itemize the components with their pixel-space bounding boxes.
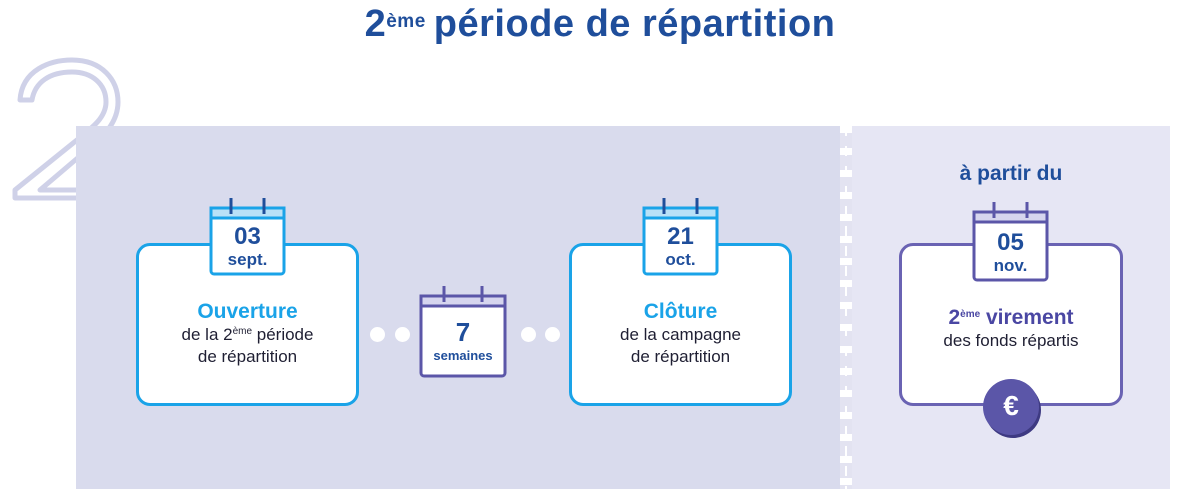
from-label: à partir du (959, 162, 1063, 185)
closing-day: 21 (667, 223, 694, 250)
closing-line1: de la campagne (620, 325, 741, 344)
closing-line2: de répartition (630, 347, 731, 366)
title-main: période de répartition (433, 3, 836, 45)
opening-line1-post: période (252, 325, 314, 344)
weeks-calendar-icon: 7 semaines (419, 284, 507, 378)
weeks-label: semaines (433, 348, 493, 363)
page-title: 2ème période de répartition (0, 0, 1200, 48)
connector-dot (521, 327, 536, 342)
transfer-line1: des fonds répartis (943, 331, 1079, 350)
opening-line1-pre: de la 2 (181, 325, 233, 344)
closing-title: Clôture (643, 300, 718, 323)
opening-line1: de la 2ème période (139, 324, 356, 346)
closing-month: oct. (665, 250, 696, 269)
connector-dot (545, 327, 560, 342)
transfer-card: 2ème virement des fonds répartis (899, 243, 1123, 406)
weeks-number: 7 (455, 317, 471, 347)
opening-calendar-icon: 03 sept. (209, 196, 286, 276)
connector-dot (370, 327, 385, 342)
opening-line2: de répartition (197, 347, 298, 366)
connector-dot (395, 327, 410, 342)
euro-coin-icon: € (983, 379, 1039, 435)
opening-title: Ouverture (197, 300, 298, 323)
transfer-title-post: virement (980, 306, 1074, 329)
opening-line1-sup: ème (232, 326, 253, 337)
transfer-title-pre: 2 (948, 306, 961, 329)
transfer-title-sup: ème (960, 309, 981, 320)
title-prefix: 2 (364, 3, 387, 45)
transfer-calendar-icon: 05 nov. (972, 200, 1049, 282)
transfer-month: nov. (993, 256, 1028, 275)
transfer-title: 2ème virement (902, 306, 1120, 330)
opening-day: 03 (234, 223, 261, 250)
title-sup: ème (386, 11, 426, 32)
transfer-day: 05 (997, 229, 1024, 256)
dashed-divider (840, 126, 852, 489)
opening-month: sept. (227, 250, 268, 269)
closing-calendar-icon: 21 oct. (642, 196, 719, 276)
